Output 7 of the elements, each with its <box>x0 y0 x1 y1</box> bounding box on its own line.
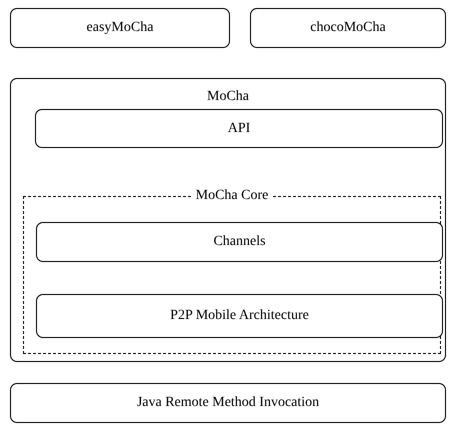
layer-box <box>250 8 446 48</box>
layer-box <box>36 294 443 338</box>
layer-box <box>35 109 443 148</box>
layer-box <box>10 383 446 423</box>
layer-box <box>10 8 230 48</box>
layer-container <box>10 78 446 362</box>
layer-box <box>36 222 443 262</box>
